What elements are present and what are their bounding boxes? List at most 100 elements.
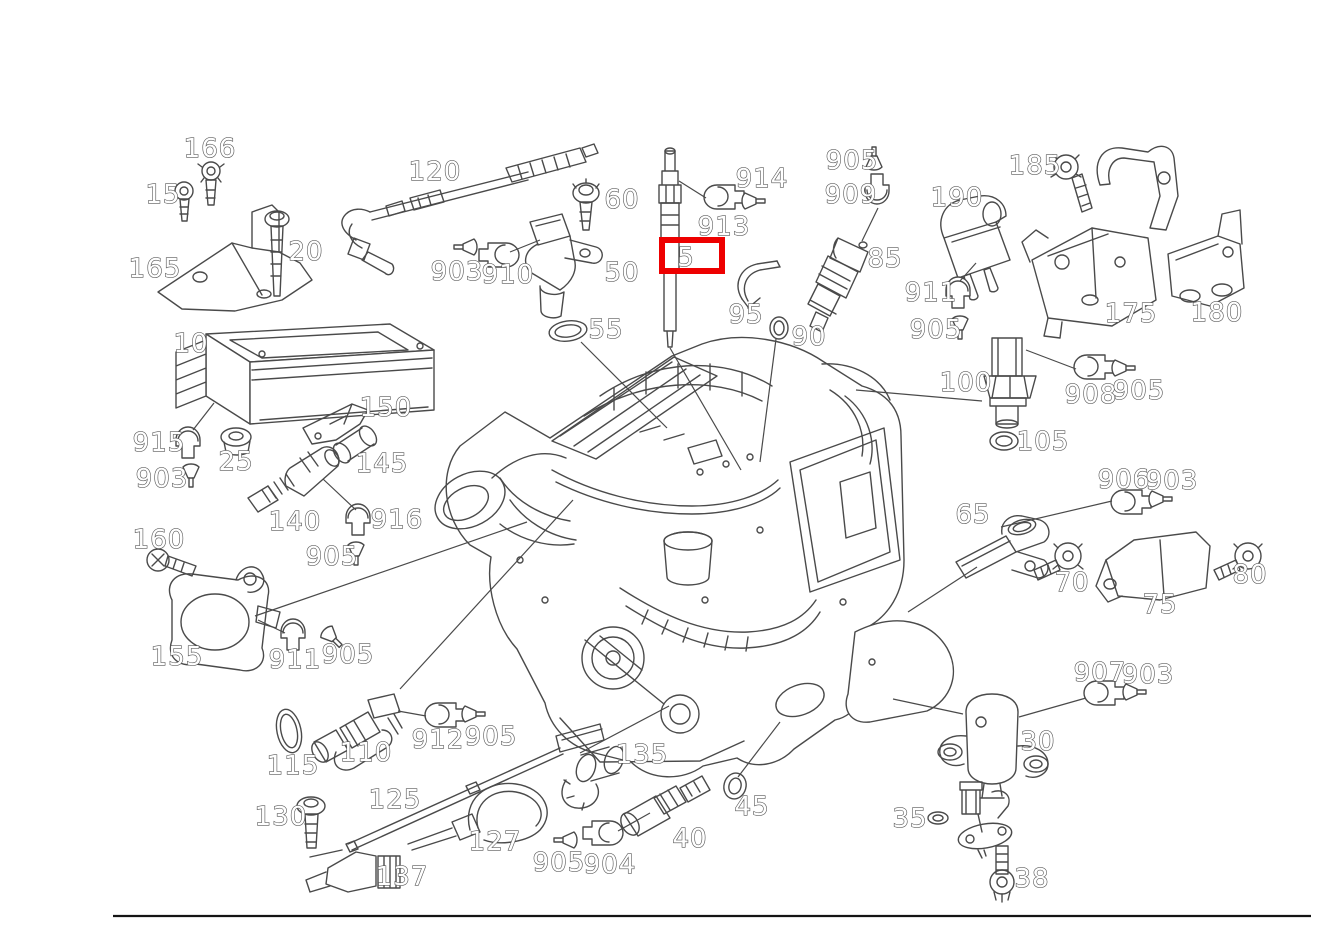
part-drawings [146,143,1264,903]
part-drawing-oring-45 [723,772,747,800]
part-callout-110[interactable]: 110 [339,737,393,768]
part-callout-916[interactable]: 916 [370,504,424,535]
part-callout-30[interactable]: 30 [1020,726,1055,757]
part-drawing-clamp-135 [561,745,625,811]
part-drawing-oring-105 [989,431,1019,451]
part-callout-150[interactable]: 150 [359,392,413,423]
part-callout-907[interactable]: 907 [1073,657,1127,688]
part-callout-166[interactable]: 166 [183,133,237,164]
part-drawing-crank-sensor-65 [955,515,1050,579]
part-drawing-screw-160 [146,548,197,577]
part-drawing-clip-95 [737,260,781,309]
part-callout-190[interactable]: 190 [930,182,984,213]
part-callout-905-3[interactable]: 905 [305,541,359,572]
selected-part-highlight [659,237,725,274]
part-callout-60[interactable]: 60 [604,184,639,215]
part-callout-5[interactable]: 5 [677,242,695,273]
part-callout-160[interactable]: 160 [132,524,186,555]
part-callout-911-1[interactable]: 911 [904,277,958,308]
part-callout-165[interactable]: 165 [128,253,182,284]
part-callout-905-1[interactable]: 905 [825,145,879,176]
part-callout-180[interactable]: 180 [1190,297,1244,328]
part-callout-55[interactable]: 55 [588,314,623,345]
part-drawing-bracket-175 [1021,227,1157,339]
connector-plug-icon-912 [424,702,466,728]
part-callout-25[interactable]: 25 [218,446,253,477]
part-drawing-bracket-75 [1095,531,1211,603]
part-callout-903-2[interactable]: 903 [135,463,189,494]
part-callout-95[interactable]: 95 [728,299,763,330]
engine-illustration [434,336,955,778]
part-callout-115[interactable]: 115 [266,750,320,781]
part-callout-905-4[interactable]: 905 [321,639,375,670]
part-callout-70[interactable]: 70 [1054,567,1089,598]
part-callout-185[interactable]: 185 [1008,150,1062,181]
part-callout-15[interactable]: 15 [145,179,180,210]
part-callout-130[interactable]: 130 [254,801,308,832]
part-callout-10[interactable]: 10 [173,328,208,359]
part-callout-105[interactable]: 105 [1016,426,1070,457]
part-callout-904[interactable]: 904 [583,849,637,880]
part-drawing-bolt-185 [1050,154,1093,213]
part-callout-127[interactable]: 127 [468,826,522,857]
part-drawing-bracket-180 [1167,209,1245,307]
part-callout-911-2[interactable]: 911 [268,644,322,675]
part-callout-175[interactable]: 175 [1104,298,1158,329]
terminal-cone-icon-905-6 [553,831,578,849]
part-callout-140[interactable]: 140 [268,506,322,537]
part-drawing-screw-38 [989,845,1015,903]
part-callout-910[interactable]: 910 [481,259,535,290]
part-callout-125[interactable]: 125 [368,784,422,815]
part-callout-50[interactable]: 50 [604,257,639,288]
part-callout-914[interactable]: 914 [735,163,789,194]
part-callout-65[interactable]: 65 [955,499,990,530]
part-callout-145[interactable]: 145 [355,448,409,479]
part-callout-905-6[interactable]: 905 [532,847,586,878]
part-callout-912[interactable]: 912 [411,724,465,755]
part-drawing-oring-115 [275,708,303,754]
part-drawing-sensor-155 [168,566,281,672]
part-callout-913[interactable]: 913 [697,211,751,242]
part-drawing-valve-140 [247,446,340,513]
part-callout-905-2[interactable]: 905 [909,314,963,345]
part-drawing-camshaft-sensor-50 [524,213,603,319]
part-callout-35[interactable]: 35 [892,803,927,834]
part-callout-155[interactable]: 155 [150,641,204,672]
part-callout-903-4[interactable]: 903 [1121,659,1175,690]
part-callout-100[interactable]: 100 [939,367,993,398]
part-callout-75[interactable]: 75 [1142,589,1177,620]
part-callout-45[interactable]: 45 [734,791,769,822]
part-drawing-bracket-150 [302,403,369,445]
part-callout-120[interactable]: 120 [408,156,462,187]
part-callout-906[interactable]: 906 [1097,464,1151,495]
part-callout-908[interactable]: 908 [1064,379,1118,410]
part-callout-909[interactable]: 909 [824,179,878,210]
part-callout-90[interactable]: 90 [791,321,826,352]
part-drawing-exhaust-sensor-120 [341,143,599,276]
terminal-cone-icon-914 [741,192,766,210]
part-callout-903-3[interactable]: 903 [1145,465,1199,496]
part-drawing-bracket-arm-top-right [1096,145,1179,231]
part-callout-135[interactable]: 135 [615,739,669,770]
part-drawing-screw-15 [174,181,194,222]
part-callout-915[interactable]: 915 [132,427,186,458]
part-callout-905-5[interactable]: 905 [464,721,518,752]
part-drawing-pressure-sensor-100 [983,337,1037,429]
part-drawing-oring-90 [769,316,789,340]
part-drawing-bolt-20 [264,210,290,297]
part-callout-20[interactable]: 20 [288,236,323,267]
part-drawing-bolt-80 [1213,542,1264,581]
terminal-cone-icon-905-5 [461,705,486,723]
part-callout-905-7[interactable]: 905 [1112,375,1166,406]
part-callout-80[interactable]: 80 [1232,559,1267,590]
part-drawing-bolt-70 [1033,542,1084,581]
part-callout-85[interactable]: 85 [867,243,902,274]
part-callout-903-1[interactable]: 903 [430,256,484,287]
part-callout-137[interactable]: 137 [375,861,429,892]
part-callout-40[interactable]: 40 [672,823,707,854]
part-callout-38[interactable]: 38 [1014,863,1049,894]
part-drawing-screw-166 [197,161,225,206]
part-drawing-bolt-130 [296,796,326,849]
